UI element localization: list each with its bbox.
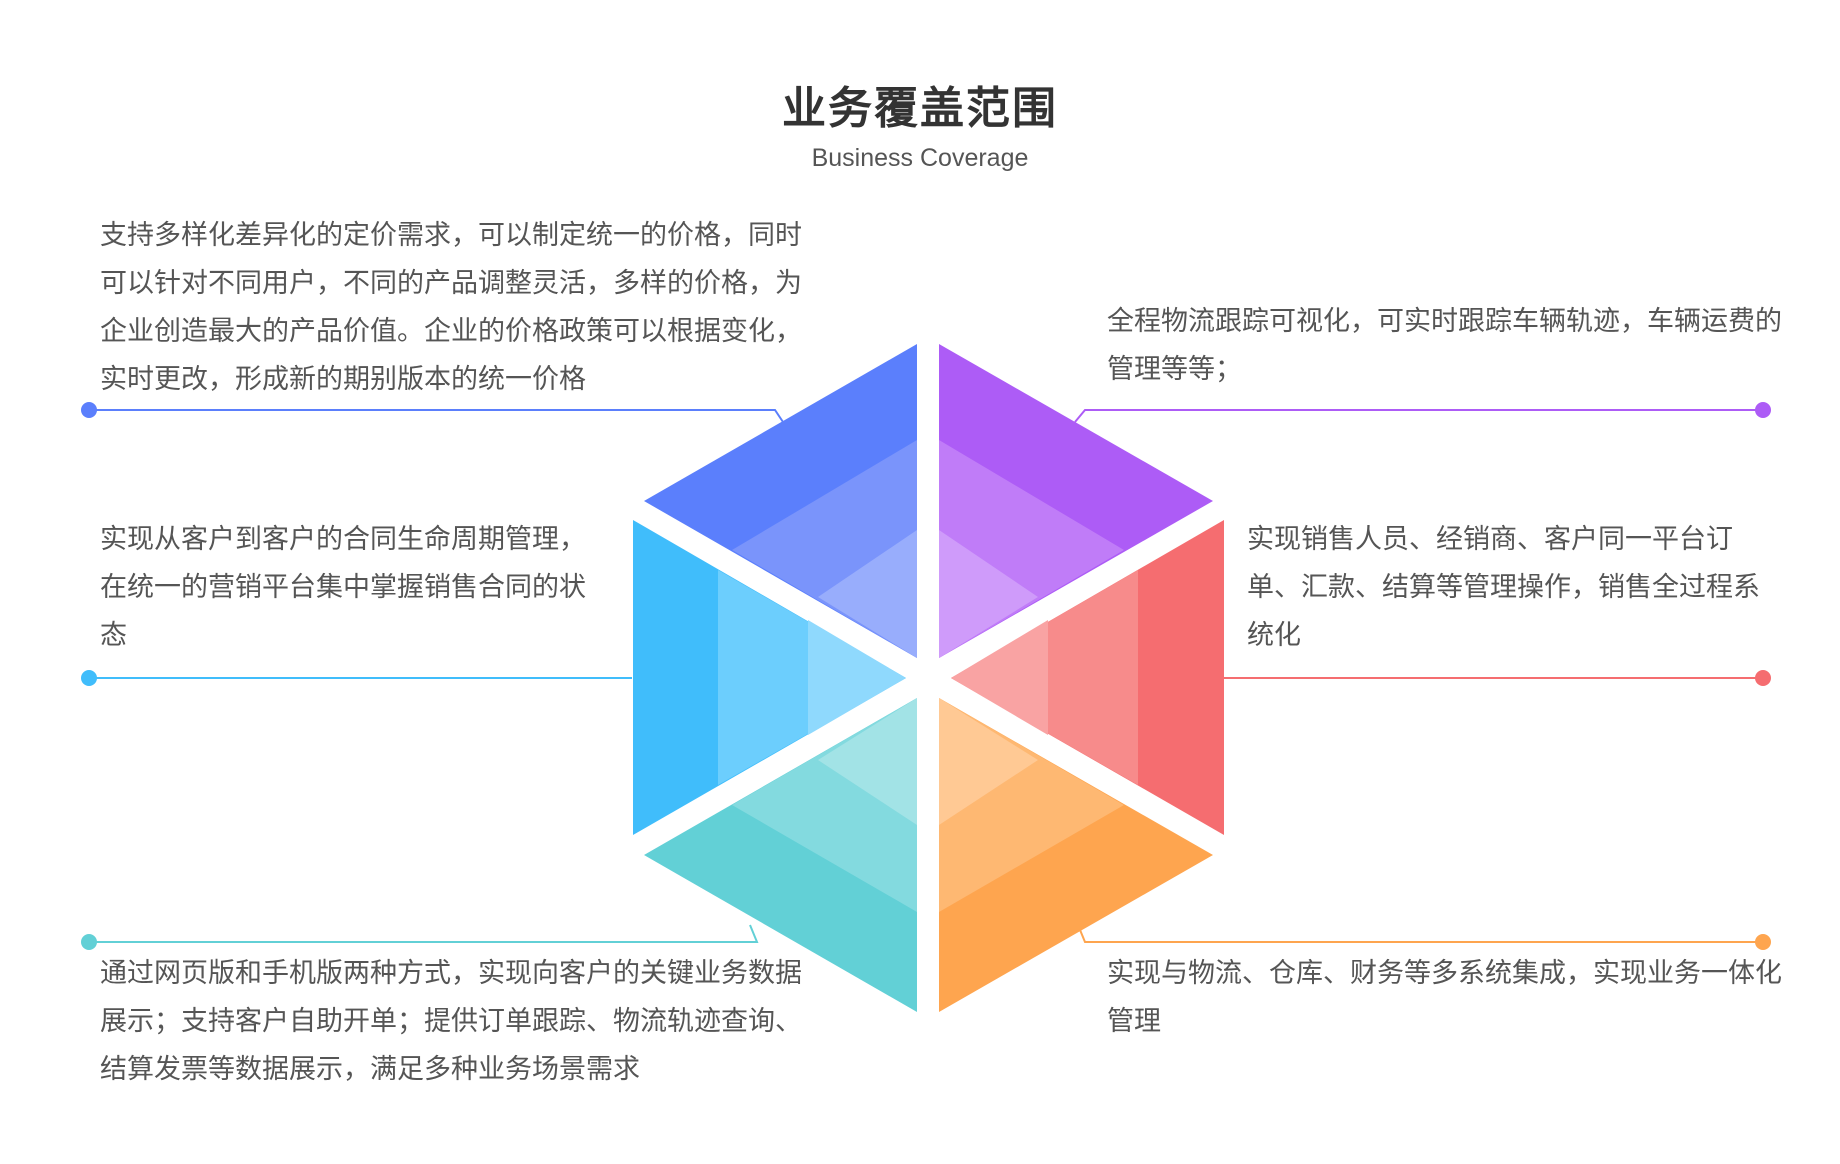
dot-pricing (81, 402, 97, 418)
segment-orange-bottom-right (939, 698, 1213, 1012)
segment-purple-top-right (939, 344, 1213, 658)
connector-line-pricing (89, 409, 784, 423)
segment-red-right (951, 520, 1224, 835)
connector-dots (81, 402, 1771, 950)
customer-portal-description: 通过网页版和手机版两种方式，实现向客户的关键业务数据展示；支持客户自助开单；提供… (100, 958, 802, 1085)
dot-logistics (1755, 402, 1771, 418)
segment-blue-top-left (644, 344, 917, 658)
logistics-description: 全程物流跟踪可视化，可实时跟踪车辆轨迹，车辆运费的管理等等； (1107, 306, 1782, 385)
segment-teal-bottom-left (644, 698, 917, 1012)
sales-platform-description: 实现销售人员、经销商、客户同一平台订单、汇款、结算等管理操作，销售全过程系统化 (1247, 524, 1760, 651)
dot-integration (1755, 934, 1771, 950)
pricing-description: 支持多样化差异化的定价需求，可以制定统一的价格，同时可以针对不同用户，不同的产品… (100, 220, 802, 395)
connector-line-integration (1077, 924, 1763, 943)
dot-sales (1755, 670, 1771, 686)
page-title: 业务覆盖范围 (782, 83, 1058, 134)
connector-lines (89, 409, 1763, 943)
page-subtitle: Business Coverage (811, 144, 1029, 172)
connector-line-logistics (1074, 409, 1763, 423)
dot-portal (81, 934, 97, 950)
segment-cyan-left (633, 520, 906, 835)
integration-description: 实现与物流、仓库、财务等多系统集成，实现业务一体化管理 (1107, 958, 1782, 1037)
contract-description: 实现从客户到客户的合同生命周期管理，在统一的营销平台集中掌握销售合同的状态 (100, 524, 586, 651)
dot-contract (81, 670, 97, 686)
connector-line-portal (89, 924, 759, 943)
